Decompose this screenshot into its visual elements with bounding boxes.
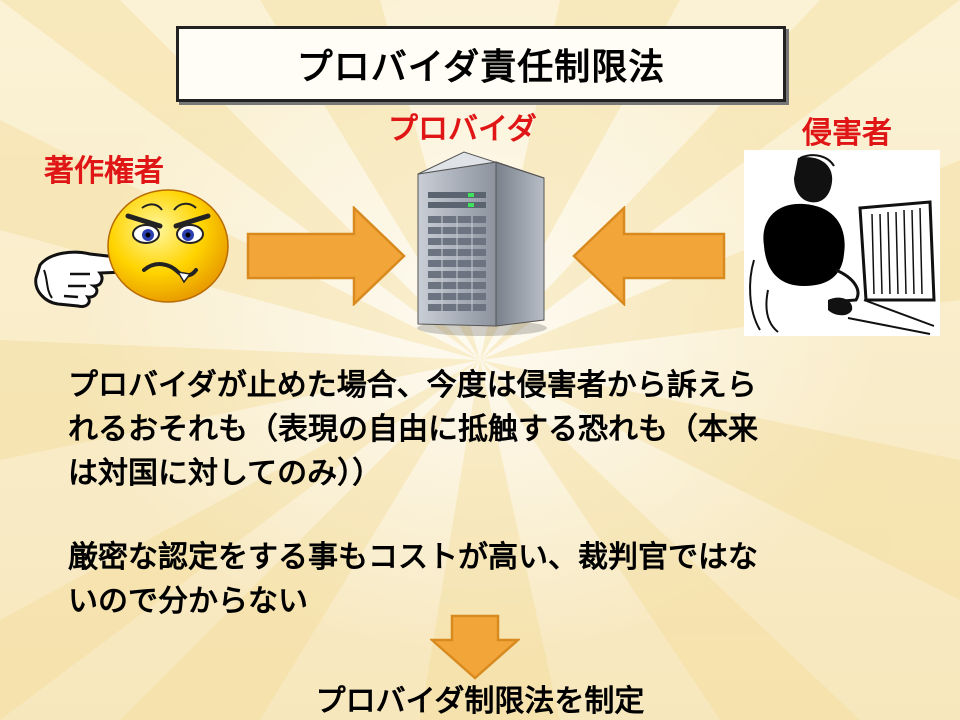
server-icon xyxy=(417,151,547,336)
person-at-computer-icon xyxy=(744,150,940,336)
paragraph-risk-of-suit: プロバイダが止めた場合、今度は侵害者から訴えら れるおそれも（表現の自由に抵触す… xyxy=(68,364,938,496)
conclusion-text: プロバイダ制限法を制定 xyxy=(315,684,645,719)
pointing-hand-icon xyxy=(34,250,133,308)
infringer-label: 侵害者 xyxy=(802,116,892,151)
text-line: 厳密な認定をする事もコストが高い、裁判官ではな xyxy=(68,540,758,575)
text-line: は対国に対してのみ）） xyxy=(68,456,383,491)
provider-label: プロバイダ xyxy=(388,112,537,147)
slide-title: プロバイダ責任制限法 xyxy=(296,47,666,88)
right-arrow-from-copyright-holder xyxy=(246,206,406,306)
title-box: プロバイダ責任制限法 xyxy=(176,26,786,102)
paragraph-cost-of-judgement: 厳密な認定をする事もコストが高い、裁判官ではな いので分からない xyxy=(68,536,938,624)
copyright-holder-label: 著作権者 xyxy=(44,154,164,189)
angry-face-icon xyxy=(107,189,229,303)
down-arrow xyxy=(430,614,520,680)
text-line: れるおそれも（表現の自由に抵触する恐れも（本来 xyxy=(68,412,758,447)
text-line: プロバイダが止めた場合、今度は侵害者から訴えら xyxy=(68,368,757,403)
left-arrow-from-infringer xyxy=(572,206,726,306)
text-line: いので分からない xyxy=(68,584,308,619)
